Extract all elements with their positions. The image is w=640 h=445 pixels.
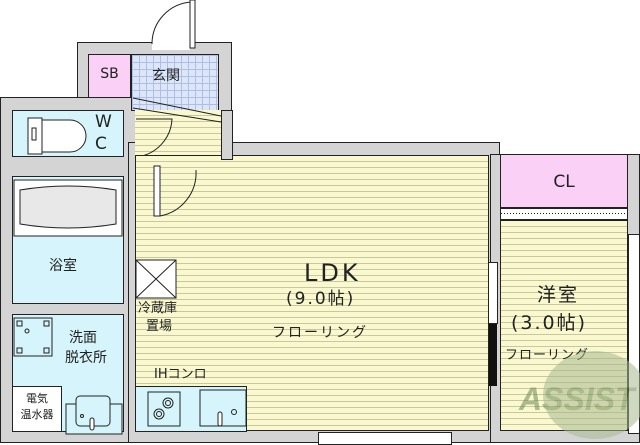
room-washroom-label-2: 脱衣所 — [65, 350, 107, 366]
room-western-size: (3.0帖) — [511, 312, 588, 334]
closet-door-track — [500, 208, 628, 220]
entry-partition-wall — [221, 110, 233, 160]
svg-text:ASSIST: ASSIST — [518, 381, 637, 417]
room-wc-label-w: W — [95, 112, 112, 132]
water-heater-label-1: 電気 — [26, 392, 48, 405]
toilet-icon — [27, 117, 87, 155]
room-water-heater: 電気 温水器 — [12, 386, 62, 432]
assist-watermark-logo: ASSIST — [518, 351, 640, 439]
step-edge-line — [132, 97, 222, 123]
room-sb-label: SB — [100, 66, 119, 82]
washing-machine-icon — [13, 317, 53, 357]
room-closet: CL — [500, 154, 628, 208]
room-ldk: LDK (9.0帖) フローリング — [135, 155, 489, 431]
room-closet-label: CL — [553, 172, 575, 192]
entry-door-swing-icon — [151, 0, 196, 49]
fridge-space-label-2: 置場 — [146, 319, 173, 334]
sink-vanity-icon — [65, 395, 123, 435]
room-ldk-size: (9.0帖) — [286, 289, 356, 309]
entry-door-opening — [152, 40, 190, 50]
room-washroom-label-1: 洗面 — [69, 330, 97, 346]
fridge-space-label-1: 冷蔵庫 — [138, 301, 178, 316]
fridge-space-icon — [135, 259, 177, 299]
hall-door-swing-icon — [153, 165, 197, 217]
window-bottom — [318, 432, 452, 445]
room-sb: SB — [88, 54, 131, 98]
room-ldk-flooring: フローリング — [272, 325, 368, 341]
room-ldk-label: LDK — [304, 259, 361, 287]
ih-stove-icon — [147, 391, 181, 427]
kitchen-sink-icon — [199, 389, 247, 427]
water-heater-label-2: 温水器 — [20, 408, 54, 421]
sliding-door-panel — [489, 324, 497, 386]
room-wc-label-c: C — [95, 134, 107, 154]
sliding-door-ldk-western — [488, 262, 498, 324]
room-genkan-label: 玄関 — [152, 68, 180, 84]
room-bath-label: 浴室 — [49, 258, 77, 274]
hallway — [135, 110, 221, 160]
stove-label: IHコンロ — [154, 367, 207, 382]
room-western-label: 洋室 — [537, 284, 580, 306]
bathtub-icon — [13, 179, 123, 237]
